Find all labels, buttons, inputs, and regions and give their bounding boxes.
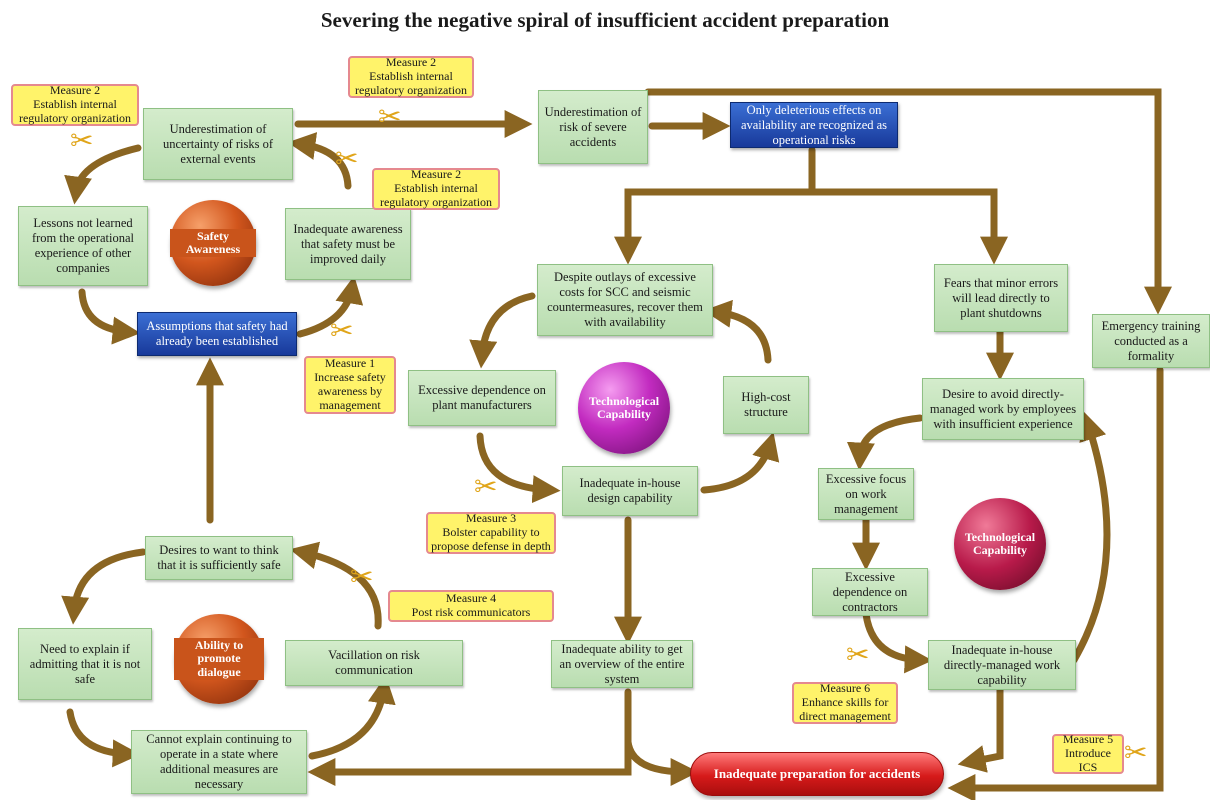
node-emergency-training: Emergency training conducted as a formal… (1092, 314, 1210, 368)
measure-name: Measure 5 (1062, 732, 1114, 747)
measure-text: Increase safety awareness by management (314, 370, 386, 412)
node-only-deleterious: Only deleterious effects on availability… (730, 102, 898, 148)
measure-text: Establish internal regulatory organizati… (354, 69, 468, 97)
measure-1: Measure 1 Increase safety awareness by m… (304, 356, 396, 414)
node-inadequate-awareness: Inadequate awareness that safety must be… (285, 208, 411, 280)
node-excessive-dependence-contractors: Excessive dependence on contractors (812, 568, 928, 616)
node-underestimation-severe: Underestimation of risk of severe accide… (538, 90, 648, 164)
sphere-label: Safety Awareness (170, 228, 256, 258)
measure-text: Establish internal regulatory organizati… (379, 181, 493, 209)
node-lessons-not-learned: Lessons not learned from the operational… (18, 206, 148, 286)
sphere-safety-awareness: Safety Awareness (170, 200, 256, 286)
node-despite-outlays: Despite outlays of excessive costs for S… (537, 264, 713, 336)
sphere-technological-capability-1: Technological Capability (578, 362, 670, 454)
node-excessive-dependence-manufacturers: Excessive dependence on plant manufactur… (408, 370, 556, 426)
node-vacillation: Vacillation on risk communication (285, 640, 463, 686)
node-high-cost: High-cost structure (723, 376, 809, 434)
measure-2c: Measure 2 Establish internal regulatory … (372, 168, 500, 210)
measure-3: Measure 3 Bolster capability to propose … (426, 512, 556, 554)
measure-2a: Measure 2 Establish internal regulatory … (348, 56, 474, 98)
measure-5: Measure 5 Introduce ICS (1052, 732, 1124, 774)
node-need-to-explain: Need to explain if admitting that it is … (18, 628, 152, 700)
scissors-icon: ✂ (335, 144, 359, 175)
scissors-icon: ✂ (378, 102, 402, 133)
measure-name: Measure 2 (410, 167, 462, 182)
node-inadequate-preparation: Inadequate preparation for accidents (690, 752, 944, 796)
sphere-technological-capability-2: Technological Capability (954, 498, 1046, 590)
measure-text: Bolster capability to propose defense in… (431, 525, 551, 553)
scissors-icon: ✂ (474, 472, 498, 503)
measure-name: Measure 6 (819, 681, 871, 696)
measure-name: Measure 3 (465, 511, 517, 526)
measure-name: Measure 4 (445, 591, 497, 606)
measure-text: Post risk communicators (411, 605, 531, 619)
node-assumptions-safety: Assumptions that safety had already been… (137, 312, 297, 356)
measure-text: Enhance skills for direct management (799, 695, 891, 723)
scissors-icon: ✂ (1124, 738, 1148, 769)
scissors-icon: ✂ (846, 640, 870, 671)
scissors-icon: ✂ (330, 316, 354, 347)
node-fears-minor-errors: Fears that minor errors will lead direct… (934, 264, 1068, 332)
node-inadequate-directly-managed: Inadequate in-house directly-managed wor… (928, 640, 1076, 690)
sphere-label: Technological Capability (588, 393, 660, 421)
node-desire-to-avoid: Desire to avoid directly-managed work by… (922, 378, 1084, 440)
measure-4: Measure 4 Post risk communicators (388, 590, 554, 622)
sphere-label: Technological Capability (964, 529, 1036, 557)
scissors-icon: ✂ (70, 126, 94, 157)
measure-name: Measure 2 (49, 83, 101, 98)
measure-6: Measure 6 Enhance skills for direct mana… (792, 682, 898, 724)
measure-text: Introduce ICS (1065, 746, 1111, 774)
sphere-label: Ability to promote dialogue (174, 638, 264, 680)
node-desires-to-think: Desires to want to think that it is suff… (145, 536, 293, 580)
node-inadequate-design: Inadequate in-house design capability (562, 466, 698, 516)
measure-2b: Measure 2 Establish internal regulatory … (11, 84, 139, 126)
node-excessive-focus: Excessive focus on work management (818, 468, 914, 520)
sphere-ability-to-promote-dialogue: Ability to promote dialogue (174, 614, 264, 704)
node-underestimation-uncertainty: Underestimation of uncertainty of risks … (143, 108, 293, 180)
measure-text: Establish internal regulatory organizati… (18, 97, 132, 125)
node-cannot-explain: Cannot explain continuing to operate in … (131, 730, 307, 794)
scissors-icon: ✂ (350, 562, 374, 593)
node-inadequate-overview: Inadequate ability to get an overview of… (551, 640, 693, 688)
measure-name: Measure 2 (385, 55, 437, 70)
measure-name: Measure 1 (324, 356, 376, 371)
diagram-title: Severing the negative spiral of insuffic… (320, 8, 890, 32)
